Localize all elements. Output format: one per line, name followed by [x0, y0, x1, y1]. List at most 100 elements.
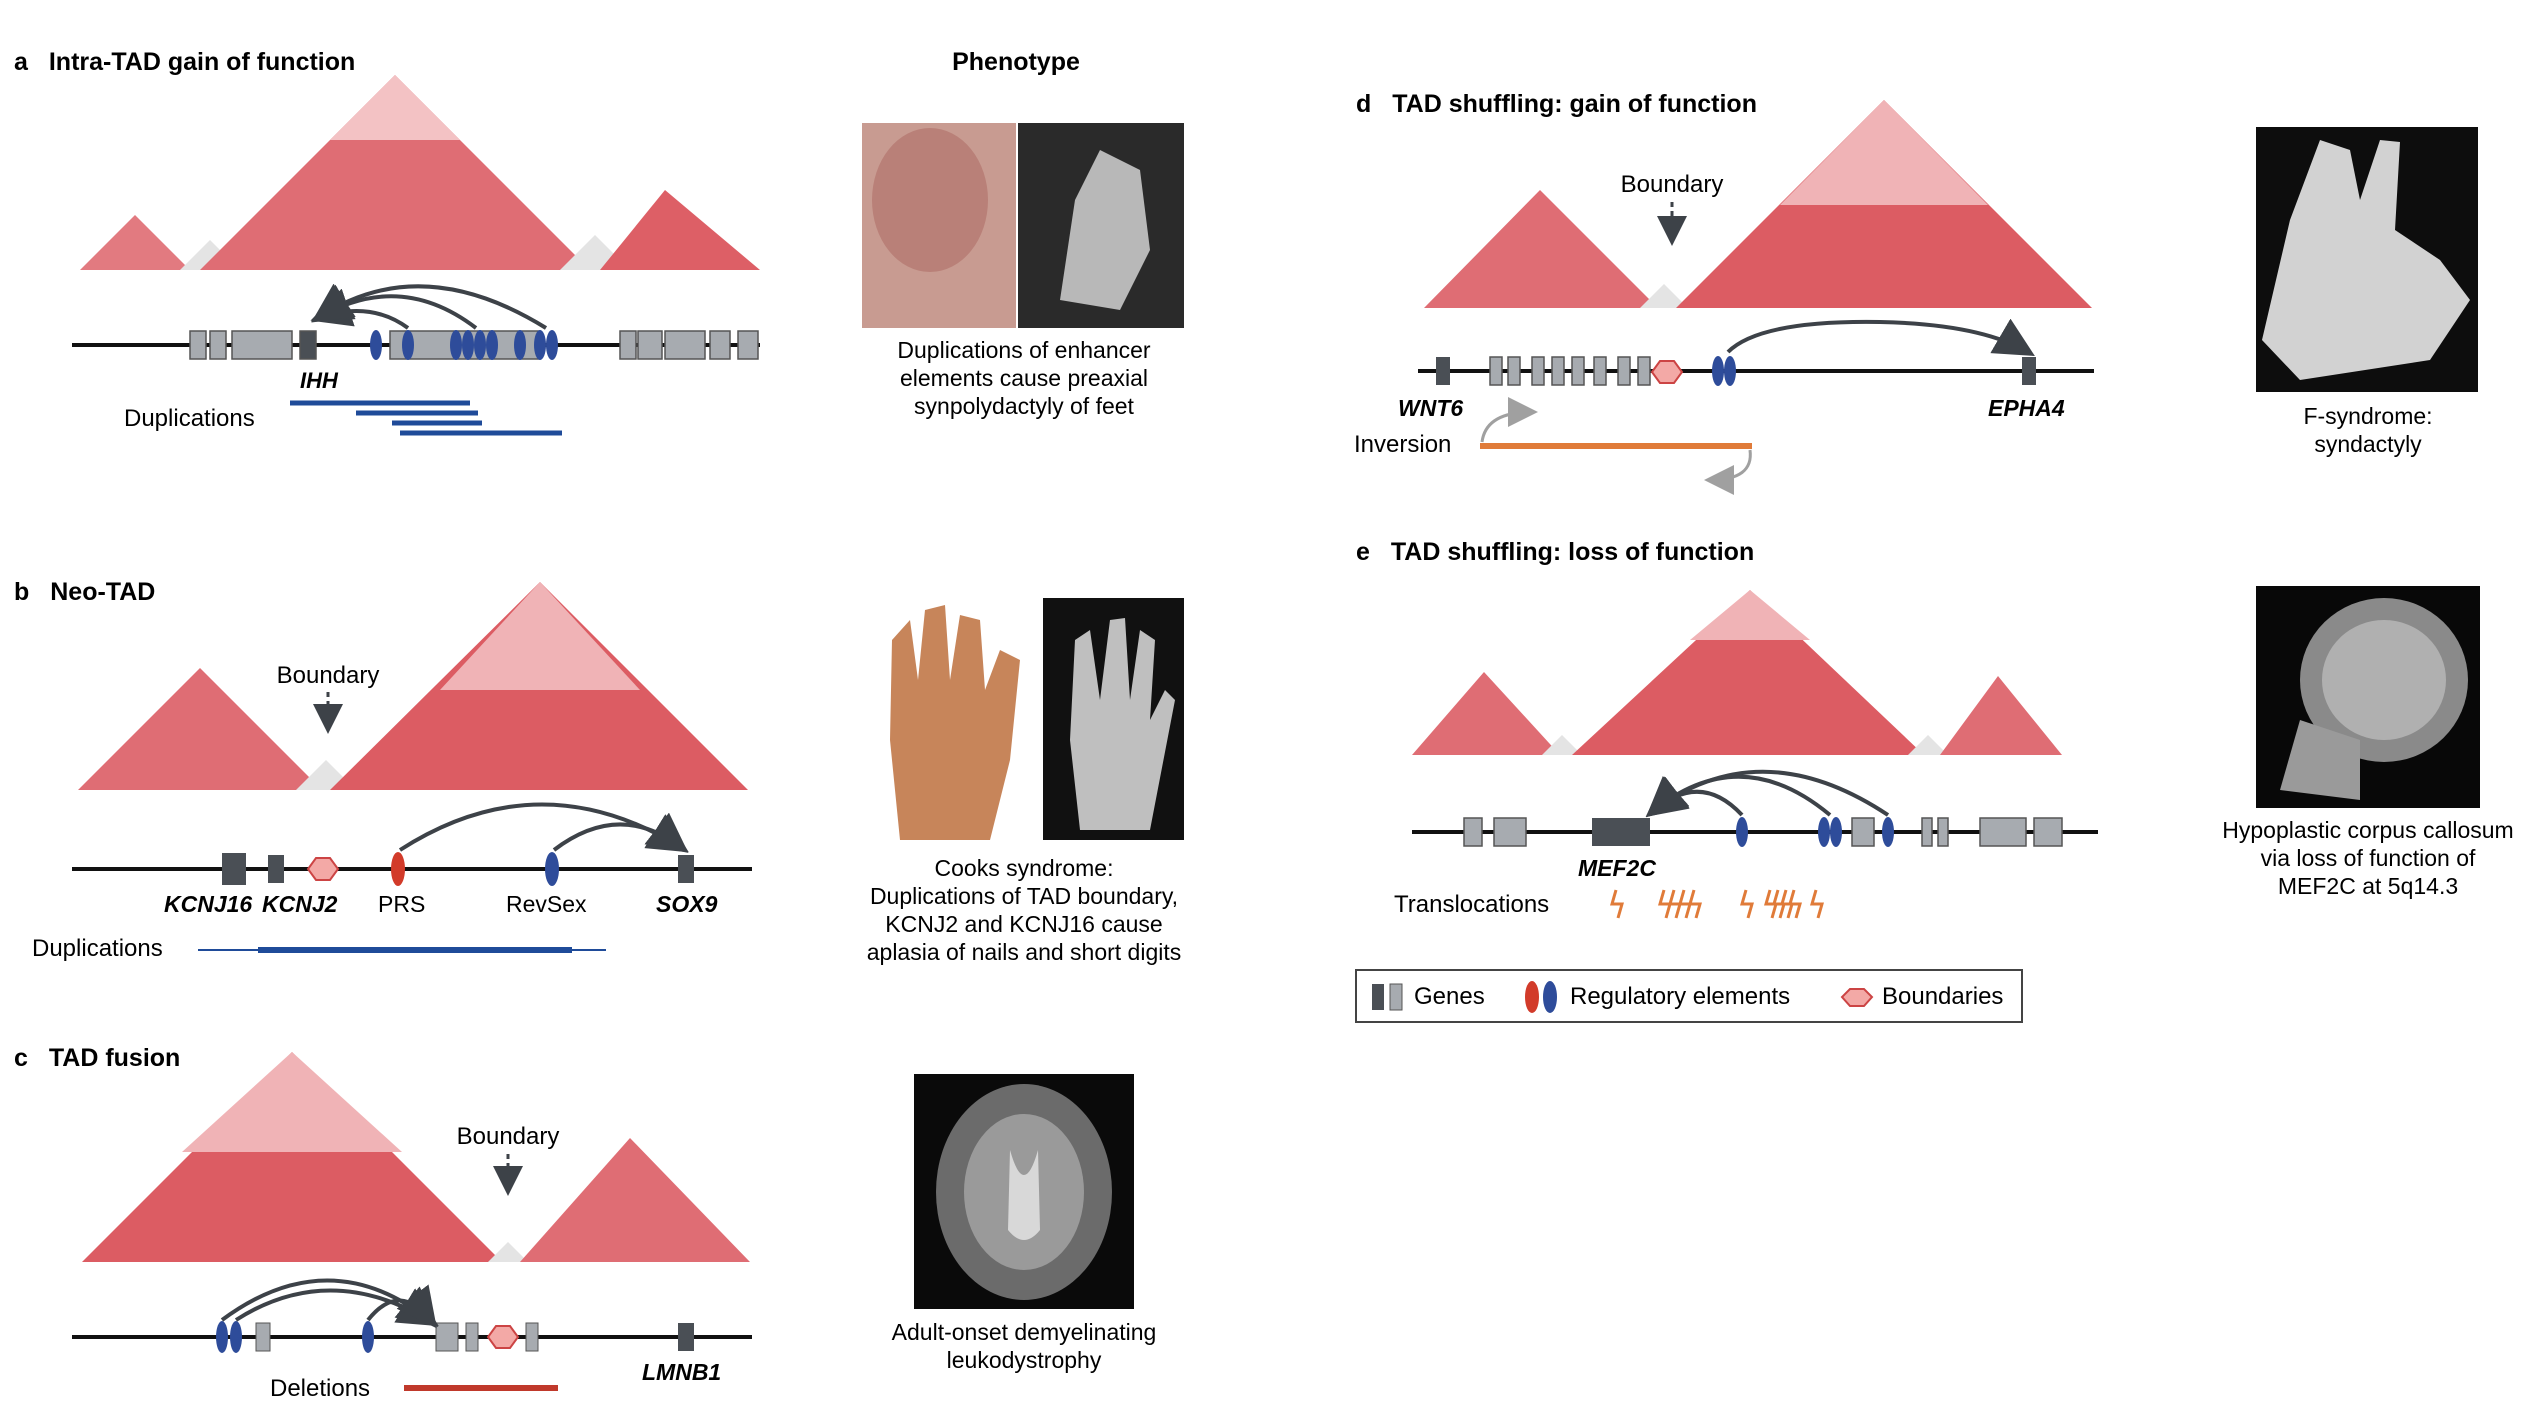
regulatory-revsex	[545, 852, 559, 886]
svg-text:via loss of function of: via loss of function of	[2261, 845, 2476, 871]
gene-lmnb1	[678, 1323, 694, 1351]
deletions-label-c: Deletions	[270, 1375, 370, 1402]
caption-e: Hypoplastic corpus callosum via loss of …	[2222, 817, 2513, 899]
genes-a	[189, 330, 759, 360]
legend-regulatory-label: Regulatory elements	[1570, 983, 1790, 1010]
regulatory-prs	[391, 852, 405, 886]
svg-text:KCNJ2 and KCNJ16 cause: KCNJ2 and KCNJ16 cause	[885, 911, 1162, 937]
legend-boundaries-label: Boundaries	[1882, 983, 2003, 1010]
enhancer-arrows-c	[220, 1278, 439, 1329]
legend-reg-red	[1525, 981, 1539, 1013]
boundary-hexagon-c	[486, 1325, 520, 1349]
svg-text:e TAD shuffling: loss of: e TAD shuffling: loss of function	[1356, 538, 1754, 566]
gene-label-epha4: EPHA4	[1988, 395, 2065, 421]
caption-a: Duplications of enhancer elements cause …	[897, 337, 1150, 419]
gene-wnt6	[1436, 357, 1450, 385]
gene-epha4	[2022, 357, 2036, 385]
svg-text:Cooks syndrome:: Cooks syndrome:	[935, 855, 1114, 881]
panel-d-title: TAD shuffling: gain of function	[1392, 90, 1757, 118]
boundary-hexagon-b	[306, 857, 340, 881]
enhancer-arrow-d	[1726, 318, 2035, 357]
panel-b-title: Neo-TAD	[50, 578, 155, 606]
legend-boundary-hexagon	[1840, 988, 1874, 1007]
inversion-label-d: Inversion	[1354, 431, 1451, 458]
boundary-label-c: Boundary	[457, 1123, 560, 1150]
photo-d-hand-syndactyly	[2256, 127, 2478, 392]
caption-b: Cooks syndrome: Duplications of TAD boun…	[867, 855, 1182, 965]
svg-text:c TAD fusion: c TAD fusion	[14, 1044, 180, 1072]
panel-c-title: TAD fusion	[49, 1044, 180, 1072]
gene-label-ihh: IHH	[300, 368, 339, 393]
panel-letter-c: c	[14, 1044, 28, 1072]
panel-a: a Intra-TAD gain of function	[14, 48, 760, 436]
legend-reg-blue	[1543, 981, 1557, 1013]
panel-letter-a: a	[14, 48, 29, 76]
duplication-bars-a	[290, 400, 562, 436]
phenotype-title: Phenotype	[952, 48, 1080, 76]
svg-text:a Intra-TAD gain of func: a Intra-TAD gain of function	[14, 48, 355, 76]
translocations-label-e: Translocations	[1394, 891, 1549, 918]
panel-letter-d: d	[1356, 90, 1371, 118]
photo-c-brain-mri	[914, 1074, 1134, 1309]
gene-label-mef2c: MEF2C	[1578, 855, 1656, 881]
svg-text:aplasia of nails and short dig: aplasia of nails and short digits	[867, 939, 1182, 965]
duplications-label-a: Duplications	[124, 405, 255, 432]
gene-label-kcnj2: KCNJ2	[262, 891, 338, 917]
panel-c: c TAD fusion Boundary LMNB1 Deletions	[14, 1044, 752, 1402]
svg-text:syndactyly: syndactyly	[2314, 431, 2422, 457]
panel-e-title: TAD shuffling: loss of function	[1391, 538, 1754, 566]
panel-letter-e: e	[1356, 538, 1370, 566]
element-label-revsex: RevSex	[506, 891, 587, 917]
gene-label-wnt6: WNT6	[1398, 395, 1463, 421]
gene-label-kcnj16: KCNJ16	[164, 891, 252, 917]
tad-heatmap-d	[1424, 100, 2092, 308]
tad-heatmap-b	[78, 582, 748, 790]
legend-gene-dark	[1372, 984, 1384, 1010]
gene-sox9	[678, 855, 694, 883]
enhancer-arrows-b	[398, 802, 689, 853]
tad-heatmap-c	[82, 1052, 750, 1262]
legend: Genes Regulatory elements Boundaries	[1355, 969, 2023, 1023]
boundary-label-b: Boundary	[277, 662, 380, 689]
svg-text:synpolydactyly of feet: synpolydactyly of feet	[914, 393, 1135, 419]
regulatory-elements-a	[370, 330, 558, 360]
svg-text:Adult-onset demyelinating: Adult-onset demyelinating	[892, 1319, 1157, 1345]
photo-a-foot	[862, 123, 1184, 328]
gene-kcnj16	[222, 853, 246, 885]
panel-e: e TAD shuffling: loss of function	[1356, 538, 2098, 919]
svg-text:elements cause preaxial: elements cause preaxial	[900, 365, 1148, 391]
svg-text:Duplications of TAD boundary,: Duplications of TAD boundary,	[870, 883, 1178, 909]
enhancer-arrows-a	[310, 283, 548, 330]
photo-e-sagittal-mri	[2256, 586, 2480, 808]
gene-label-lmnb1: LMNB1	[642, 1359, 721, 1385]
legend-box	[1355, 969, 2023, 1023]
enhancer-arrows-e	[1645, 769, 1890, 818]
svg-text:leukodystrophy: leukodystrophy	[947, 1347, 1102, 1373]
element-label-prs: PRS	[378, 891, 425, 917]
inversion-arrow-right	[1704, 449, 1752, 495]
legend-genes-label: Genes	[1414, 983, 1485, 1010]
svg-text:d TAD shuffling: gain of: d TAD shuffling: gain of function	[1356, 90, 1757, 118]
regulatory-elements-e	[1736, 817, 1894, 847]
svg-text:b Neo-TAD: b Neo-TAD	[14, 578, 155, 606]
boundary-hexagon-d	[1650, 360, 1684, 384]
duplications-label-b: Duplications	[32, 935, 163, 962]
inversion-arrow-left	[1480, 397, 1538, 443]
svg-text:Hypoplastic corpus callosum: Hypoplastic corpus callosum	[2222, 817, 2513, 843]
panel-b: b Neo-TAD Boundary KCNJ16 KCNJ2 PRS RevS…	[14, 578, 752, 962]
panel-a-title: Intra-TAD gain of function	[49, 48, 355, 76]
genes-d	[1489, 356, 1651, 386]
tad-heatmap-a	[80, 75, 760, 270]
tad-heatmap-e	[1412, 590, 2062, 755]
gene-kcnj2	[268, 855, 284, 883]
legend-gene-light	[1389, 983, 1403, 1011]
gene-mef2c	[1592, 818, 1650, 846]
svg-text:Duplications of enhancer: Duplications of enhancer	[897, 337, 1150, 363]
caption-d: F-syndrome: syndactyly	[2303, 403, 2432, 457]
gene-ihh	[299, 330, 317, 360]
svg-text:MEF2C at 5q14.3: MEF2C at 5q14.3	[2278, 873, 2458, 899]
boundary-label-d: Boundary	[1621, 171, 1724, 198]
svg-text:F-syndrome:: F-syndrome:	[2303, 403, 2432, 429]
caption-c: Adult-onset demyelinating leukodystrophy	[892, 1319, 1157, 1373]
